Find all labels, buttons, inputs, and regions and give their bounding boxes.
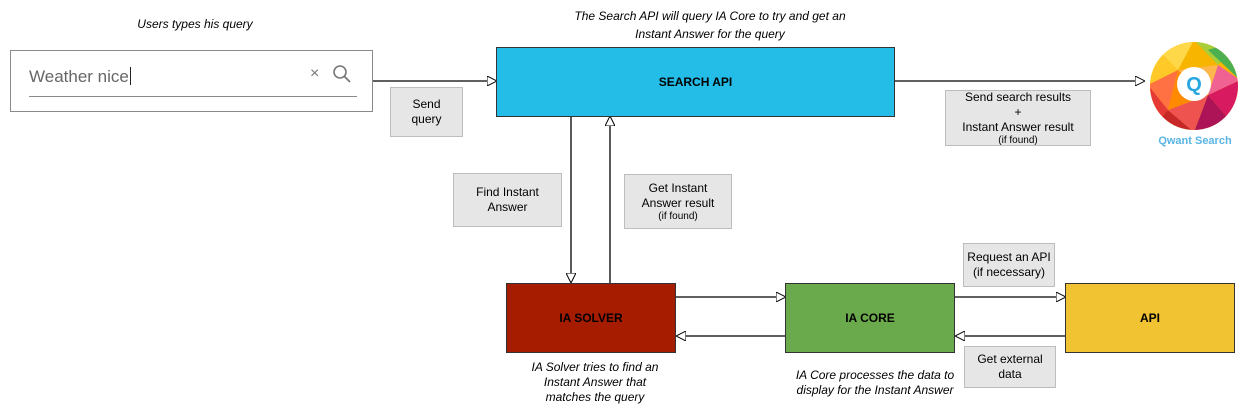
note-external-data: Get external data — [964, 346, 1056, 388]
note-get-ia: Get Instant Answer result (if found) — [624, 174, 732, 229]
note-send-results-line3: Instant Answer result — [962, 119, 1074, 134]
caption-core-line1: IA Core processes the data to — [795, 368, 955, 382]
search-box[interactable]: Weather nice × — [10, 50, 373, 112]
caption-solver-line2: Instant Answer that — [543, 375, 647, 389]
note-find-ia-line2: Answer — [487, 200, 528, 214]
note-get-ia-line1: Get Instant — [648, 180, 708, 195]
text-caret — [129, 67, 131, 85]
note-send-results-line2: + — [1014, 104, 1022, 119]
caption-search-api-line1: The Search API will query IA Core to try… — [574, 9, 846, 23]
caption-core-line2: display for the Instant Answer — [796, 383, 954, 397]
close-icon[interactable]: × — [310, 65, 320, 82]
caption-ia-solver: IA Solver tries to find an Instant Answe… — [505, 360, 685, 405]
note-send-results-line1: Send search results — [964, 89, 1072, 104]
qwant-logo-letter: Q — [1186, 74, 1202, 96]
note-send-query-line1: Send — [412, 97, 441, 111]
qwant-logo-label: Qwant Search — [1158, 135, 1232, 147]
note-external-data-line1: Get external — [977, 352, 1043, 366]
ia-solver-box: IA SOLVER — [506, 283, 676, 353]
search-input-value: Weather nice — [29, 67, 129, 86]
note-send-query: Send query — [390, 87, 463, 137]
api-box: API — [1065, 283, 1235, 353]
note-request-api-line1: Request an API — [967, 250, 1051, 264]
note-find-ia: Find Instant Answer — [453, 173, 562, 227]
note-request-api: Request an API (if necessary) — [963, 243, 1055, 287]
qwant-logo: Q — [1148, 40, 1240, 132]
caption-solver-line3: matches the query — [545, 390, 645, 404]
note-send-query-line2: query — [411, 112, 442, 126]
ia-solver-label: IA SOLVER — [559, 311, 623, 325]
api-label: API — [1139, 311, 1160, 325]
note-get-ia-line3: (if found) — [658, 210, 698, 222]
caption-solver-line1: IA Solver tries to find an — [531, 360, 659, 374]
search-input[interactable]: Weather nice — [29, 67, 131, 87]
ia-core-label: IA CORE — [845, 311, 895, 325]
note-find-ia-line1: Find Instant — [476, 185, 539, 199]
ia-core-box: IA CORE — [785, 283, 955, 353]
note-external-data-line2: data — [998, 367, 1022, 381]
search-underline — [29, 96, 357, 97]
note-get-ia-line2: Answer result — [641, 195, 715, 210]
search-api-label: SEARCH API — [658, 75, 733, 89]
search-api-box: SEARCH API — [496, 47, 895, 117]
note-send-results: Send search results + Instant Answer res… — [945, 90, 1091, 146]
note-send-results-line4: (if found) — [998, 134, 1038, 146]
caption-search-api: The Search API will query IA Core to try… — [520, 7, 900, 43]
caption-search-api-line2: Instant Answer for the query — [635, 27, 785, 41]
search-icon[interactable] — [332, 64, 352, 89]
caption-user-query: Users types his query — [137, 17, 253, 31]
caption-ia-core: IA Core processes the data to display fo… — [775, 368, 975, 398]
note-request-api-line2: (if necessary) — [972, 265, 1046, 279]
